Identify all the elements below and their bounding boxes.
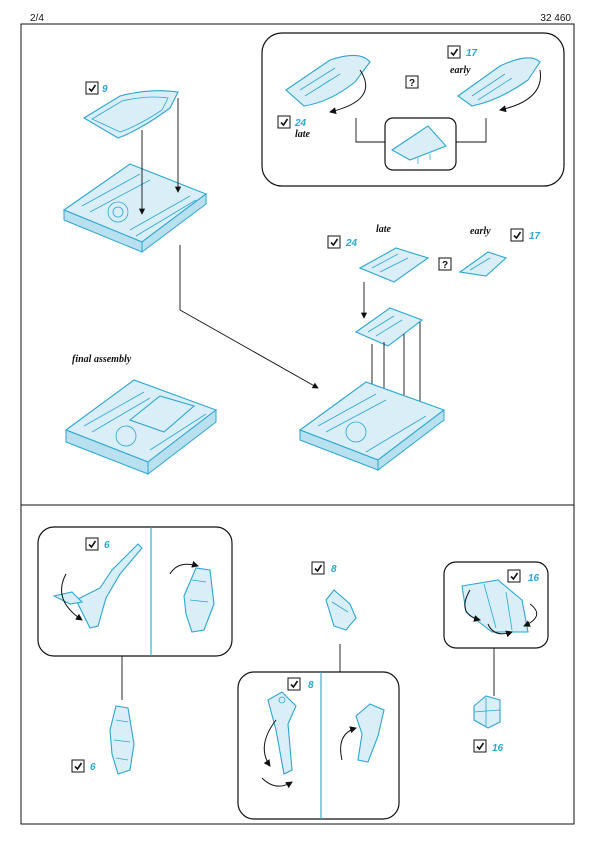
page-frame	[20, 23, 575, 825]
floor-dial	[107, 201, 129, 223]
check-icon	[507, 569, 521, 583]
assembled-part	[354, 307, 424, 347]
part-6-installed-detail	[113, 719, 131, 761]
part-16-installed-detail	[473, 698, 501, 726]
final-detail	[83, 391, 207, 451]
assembled-part-detail	[367, 315, 403, 337]
assembly-detail	[317, 393, 427, 453]
step-24-17: late early 24 17 ?	[298, 224, 541, 472]
part-17-detail	[471, 73, 513, 101]
part-number-6-top: 6	[104, 540, 110, 551]
final-floor-front	[147, 408, 217, 476]
detail-part	[390, 125, 447, 161]
label-late: late	[295, 129, 311, 140]
step-16: 16 16	[443, 561, 549, 754]
part-24-top	[285, 54, 371, 107]
part-17-top	[457, 57, 541, 107]
part-number-9: 9	[102, 84, 108, 95]
bend-arrow-8a	[263, 719, 277, 767]
part-24-mid-detail	[371, 253, 409, 273]
part-number-17: 17	[466, 48, 478, 59]
bend-arrow-6	[61, 573, 83, 621]
floor-dial-inner	[112, 206, 124, 218]
label-early-mid: early	[470, 226, 491, 237]
bend-arrow-8c	[340, 726, 357, 761]
part-6-flat	[75, 543, 143, 629]
step-9: 9	[62, 81, 319, 389]
part-number-8-box: 8	[308, 680, 314, 691]
rotate-arrow-right	[499, 69, 541, 113]
part-number-16-bottom: 16	[492, 743, 504, 754]
connector-right	[456, 118, 487, 143]
connector-left	[355, 118, 385, 143]
floor-detail	[81, 173, 197, 237]
bend-arrow-8b	[261, 777, 293, 789]
final-assembly: final assembly	[64, 354, 218, 476]
page-number: 2/4	[30, 13, 44, 24]
final-console	[128, 395, 196, 433]
rotate-arrow-left	[329, 69, 367, 115]
part-number-8-top: 8	[331, 564, 337, 575]
final-dial	[115, 425, 137, 447]
label-early: early	[450, 65, 471, 76]
check-icon	[277, 115, 291, 129]
part-6-installed	[109, 705, 135, 775]
part-8-installed-detail	[331, 601, 349, 613]
part-24-detail	[299, 67, 341, 97]
variant-box: 24 late ? 17 early	[261, 32, 565, 187]
part-16-installed	[473, 695, 501, 729]
step-8: 8 8	[237, 561, 400, 820]
part-8-bent	[355, 703, 385, 763]
check-icon	[71, 759, 85, 773]
part-17-mid	[458, 251, 508, 277]
part-8-installed	[325, 589, 357, 631]
part-6-panel	[37, 526, 233, 657]
check-icon	[287, 677, 301, 691]
bend-arrow-16b	[523, 603, 538, 627]
product-code: 32 460	[540, 13, 571, 24]
label-late-mid: late	[376, 224, 392, 235]
part-6-bent	[183, 567, 215, 633]
part-17-mid-detail	[469, 257, 491, 271]
part-16-fold-lines	[483, 583, 513, 631]
part-number-24: 24	[294, 118, 307, 129]
detail-tabs	[417, 154, 431, 164]
question-mark: ?	[409, 78, 415, 89]
check-icon	[85, 537, 99, 551]
check-icon	[473, 739, 487, 753]
check-icon	[327, 235, 341, 249]
floor-unit-front	[141, 193, 207, 253]
assembly-floor-front	[377, 408, 445, 472]
step-6: 6 6	[37, 526, 233, 775]
part-number-17-mid: 17	[529, 231, 541, 242]
arrow-to-assembly	[179, 309, 319, 389]
check-icon	[510, 228, 524, 242]
bend-arrow-16c	[487, 623, 513, 638]
label-final-assembly: final assembly	[72, 354, 132, 365]
part-number-16-box: 16	[528, 573, 540, 584]
bend-arrow-6b	[169, 560, 199, 575]
part-9-inner	[91, 96, 169, 133]
part-number-6-bottom: 6	[90, 762, 96, 773]
check-icon	[447, 45, 461, 59]
question-mark-mid: ?	[442, 260, 448, 271]
check-icon	[85, 81, 99, 95]
part-6-bent-detail	[189, 579, 209, 603]
bend-arrow-16a	[464, 589, 481, 622]
part-8-flat	[267, 691, 297, 775]
floor-unit-top	[62, 163, 208, 243]
assembly-dial	[345, 421, 367, 443]
check-icon	[311, 561, 325, 575]
part-8-hole	[278, 696, 286, 704]
part-number-24-mid: 24	[345, 238, 358, 249]
